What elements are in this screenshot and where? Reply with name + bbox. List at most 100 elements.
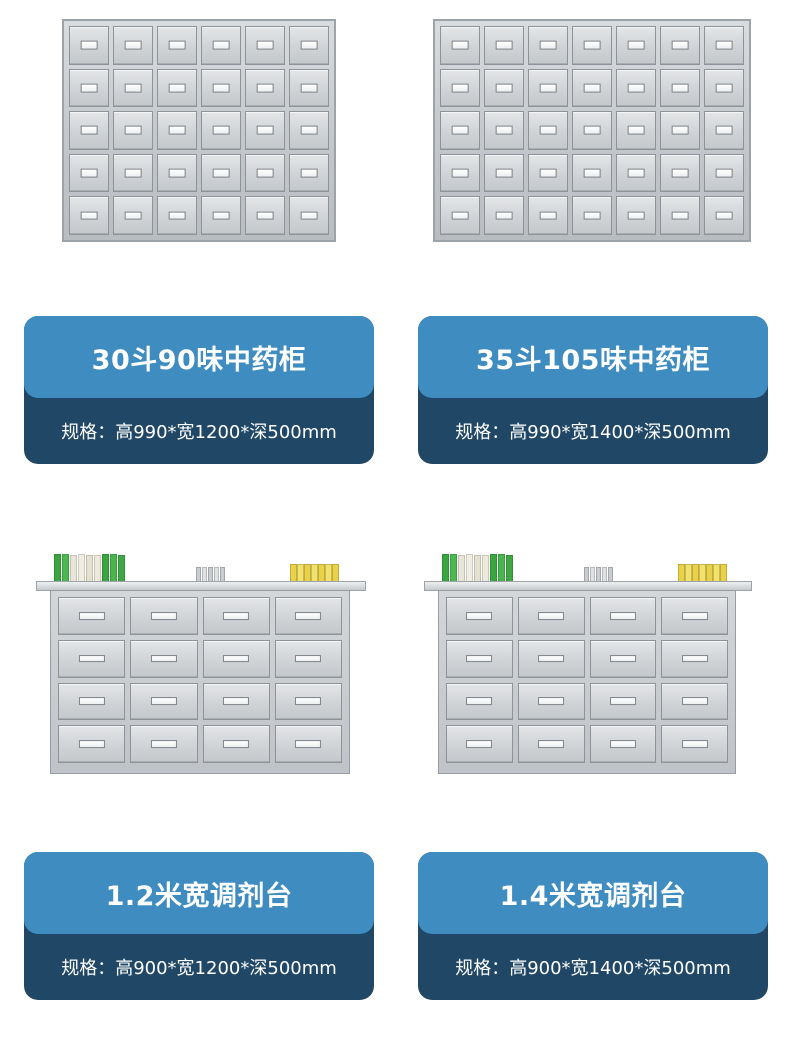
drawer-handle (681, 697, 708, 706)
drawer (616, 153, 656, 193)
product-card-table-1-4m[interactable]: 1.4米宽调剂台 规格：高900*宽1400*深500mm (418, 852, 768, 1000)
drawer (616, 196, 656, 235)
drawer (616, 111, 656, 150)
drawer-handle (212, 211, 230, 221)
jar-icon (602, 567, 607, 582)
drawer-handle (466, 740, 493, 749)
drawer (202, 725, 270, 763)
drawer (572, 111, 612, 150)
drawer (130, 725, 198, 763)
drawer-handle (466, 697, 493, 706)
drawer (289, 111, 329, 150)
drawer-handle (80, 83, 98, 93)
drawer-handle (124, 211, 142, 221)
drawer-handle (78, 697, 105, 706)
table-top-items (36, 548, 366, 582)
cabinet-35-drawer-image (433, 19, 751, 242)
drawer-handle (168, 83, 186, 93)
book-icon (498, 554, 505, 582)
book-icon (62, 554, 69, 582)
drawer (130, 639, 198, 678)
drawer-handle (212, 168, 230, 178)
drawer (517, 725, 585, 763)
drawer (157, 153, 197, 193)
drawer (528, 196, 568, 235)
drawer-handle (451, 40, 469, 50)
drawer (446, 639, 513, 678)
drawer (572, 26, 612, 65)
drawer (572, 196, 612, 235)
drawer-handle (539, 40, 557, 50)
drawer (446, 597, 513, 635)
book-icon (466, 554, 473, 582)
dispensing-table-1-4m-image (424, 548, 752, 776)
drawer-handle (495, 211, 513, 221)
drawer (58, 682, 126, 721)
product-spec: 规格：高990*宽1200*深500mm (61, 422, 337, 443)
drawer (704, 196, 744, 235)
book-icon (482, 555, 489, 582)
product-title: 1.4米宽调剂台 (418, 852, 768, 934)
product-card-cabinet-35[interactable]: 35斗105味中药柜 规格：高990*宽1400*深500mm (418, 316, 768, 464)
drawer (69, 111, 109, 150)
drawer-handle (150, 697, 177, 706)
drawer (528, 26, 568, 65)
drawer-handle (715, 126, 733, 135)
medicine-box-icon (685, 564, 692, 582)
book-icon (458, 555, 465, 582)
drawer-handle (715, 83, 733, 93)
book-icon (490, 554, 497, 582)
drawer-handle (223, 740, 250, 749)
drawer (589, 725, 657, 763)
drawer (201, 68, 241, 108)
drawer-handle (256, 211, 274, 221)
drawer-handle (671, 40, 689, 50)
drawer-handle (583, 40, 601, 50)
drawer-handle (715, 40, 733, 50)
drawer-handle (627, 211, 645, 221)
book-icon (54, 554, 61, 582)
drawer (130, 682, 198, 721)
table-drawers (438, 590, 736, 774)
drawer-handle (223, 611, 250, 620)
drawer-handle (539, 126, 557, 135)
drawer-handle (150, 611, 177, 620)
drawer (69, 68, 109, 108)
drawer (157, 196, 197, 235)
drawer-handle (715, 211, 733, 221)
jar-icon (208, 567, 213, 582)
drawer-handle (295, 697, 322, 706)
drawer-handle (78, 740, 105, 749)
drawer (113, 68, 153, 108)
medicine-box-icon (678, 564, 685, 582)
table-top-items (424, 548, 752, 582)
drawer-handle (300, 83, 318, 93)
drawer (274, 725, 342, 763)
drawer-handle (451, 83, 469, 93)
drawer (528, 68, 568, 108)
drawer-handle (168, 126, 186, 135)
cabinet-30-drawer-image (62, 19, 336, 242)
drawer (157, 26, 197, 65)
drawer (245, 153, 285, 193)
product-title: 1.2米宽调剂台 (24, 852, 374, 934)
medicine-box-icon (692, 564, 699, 582)
drawer (201, 26, 241, 65)
drawer (289, 196, 329, 235)
drawer-handle (583, 211, 601, 221)
drawer (446, 682, 513, 721)
drawer-handle (80, 168, 98, 178)
drawer (202, 639, 270, 678)
product-card-cabinet-30[interactable]: 30斗90味中药柜 规格：高990*宽1200*深500mm (24, 316, 374, 464)
product-spec: 规格：高900*宽1200*深500mm (61, 958, 337, 979)
drawer-handle (671, 211, 689, 221)
drawer-handle (583, 83, 601, 93)
drawer-handle (627, 168, 645, 178)
drawer (661, 682, 728, 721)
drawer-handle (451, 168, 469, 178)
drawer-handle (212, 40, 230, 50)
product-card-table-1-2m[interactable]: 1.2米宽调剂台 规格：高900*宽1200*深500mm (24, 852, 374, 1000)
drawer-handle (150, 654, 177, 663)
drawer (289, 68, 329, 108)
drawer (113, 26, 153, 65)
